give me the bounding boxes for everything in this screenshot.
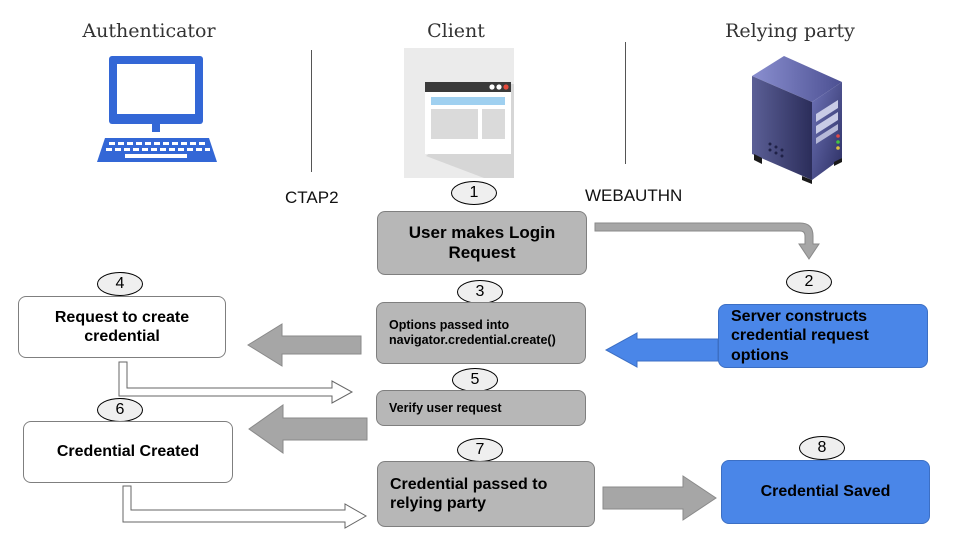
arrow-verify-to-authenticator bbox=[248, 404, 368, 454]
step-3-label: Options passed into navigator.credential… bbox=[389, 318, 556, 347]
arrow-request-to-verify bbox=[118, 361, 354, 404]
step-4-label: Request to create credential bbox=[54, 308, 190, 345]
step-3-box: Options passed into navigator.credential… bbox=[376, 302, 586, 364]
step-5-badge: 5 bbox=[452, 368, 498, 392]
relying-party-title: Relying party bbox=[725, 20, 855, 42]
divider-webauthn bbox=[625, 42, 626, 164]
step-8-box: Credential Saved bbox=[721, 460, 930, 524]
step-7-box: Credential passed to relying party bbox=[377, 461, 595, 527]
step-1-label: User makes Login Request bbox=[408, 222, 556, 262]
authenticator-title: Authenticator bbox=[82, 20, 216, 42]
step-5-label: Verify user request bbox=[389, 400, 502, 415]
browser-window-icon bbox=[404, 48, 514, 178]
step-4-badge: 4 bbox=[97, 272, 143, 296]
step-5-box: Verify user request bbox=[376, 390, 586, 426]
step-6-label: Credential Created bbox=[56, 443, 200, 461]
step-7-badge: 7 bbox=[457, 438, 503, 462]
arrow-client-to-server bbox=[602, 475, 717, 521]
client-title: Client bbox=[427, 20, 485, 42]
step-7-label: Credential passed to relying party bbox=[390, 475, 548, 512]
server-tower-icon bbox=[752, 56, 842, 184]
webauthn-label: WEBAUTHN bbox=[585, 186, 683, 205]
step-1-badge: 1 bbox=[451, 181, 497, 205]
step-3-badge: 3 bbox=[457, 280, 503, 304]
step-8-label: Credential Saved bbox=[760, 483, 891, 501]
arrow-options-to-authenticator bbox=[247, 323, 362, 367]
desktop-computer-icon bbox=[97, 56, 217, 162]
step-2-badge: 2 bbox=[786, 270, 832, 294]
step-4-box: Request to create credential bbox=[18, 296, 226, 358]
step-6-badge: 6 bbox=[97, 398, 143, 422]
step-2-box: Server constructs credential request opt… bbox=[718, 304, 928, 368]
step-2-label: Server constructs credential request opt… bbox=[731, 308, 869, 364]
arrow-server-to-client bbox=[604, 332, 719, 368]
step-1-box: User makes Login Request bbox=[377, 211, 587, 275]
divider-ctap2 bbox=[311, 50, 312, 172]
step-6-box: Credential Created bbox=[23, 421, 233, 483]
step-8-badge: 8 bbox=[799, 436, 845, 460]
arrow-created-to-client bbox=[122, 485, 368, 529]
arrow-login-to-server bbox=[594, 222, 820, 260]
ctap2-label: CTAP2 bbox=[285, 188, 339, 207]
